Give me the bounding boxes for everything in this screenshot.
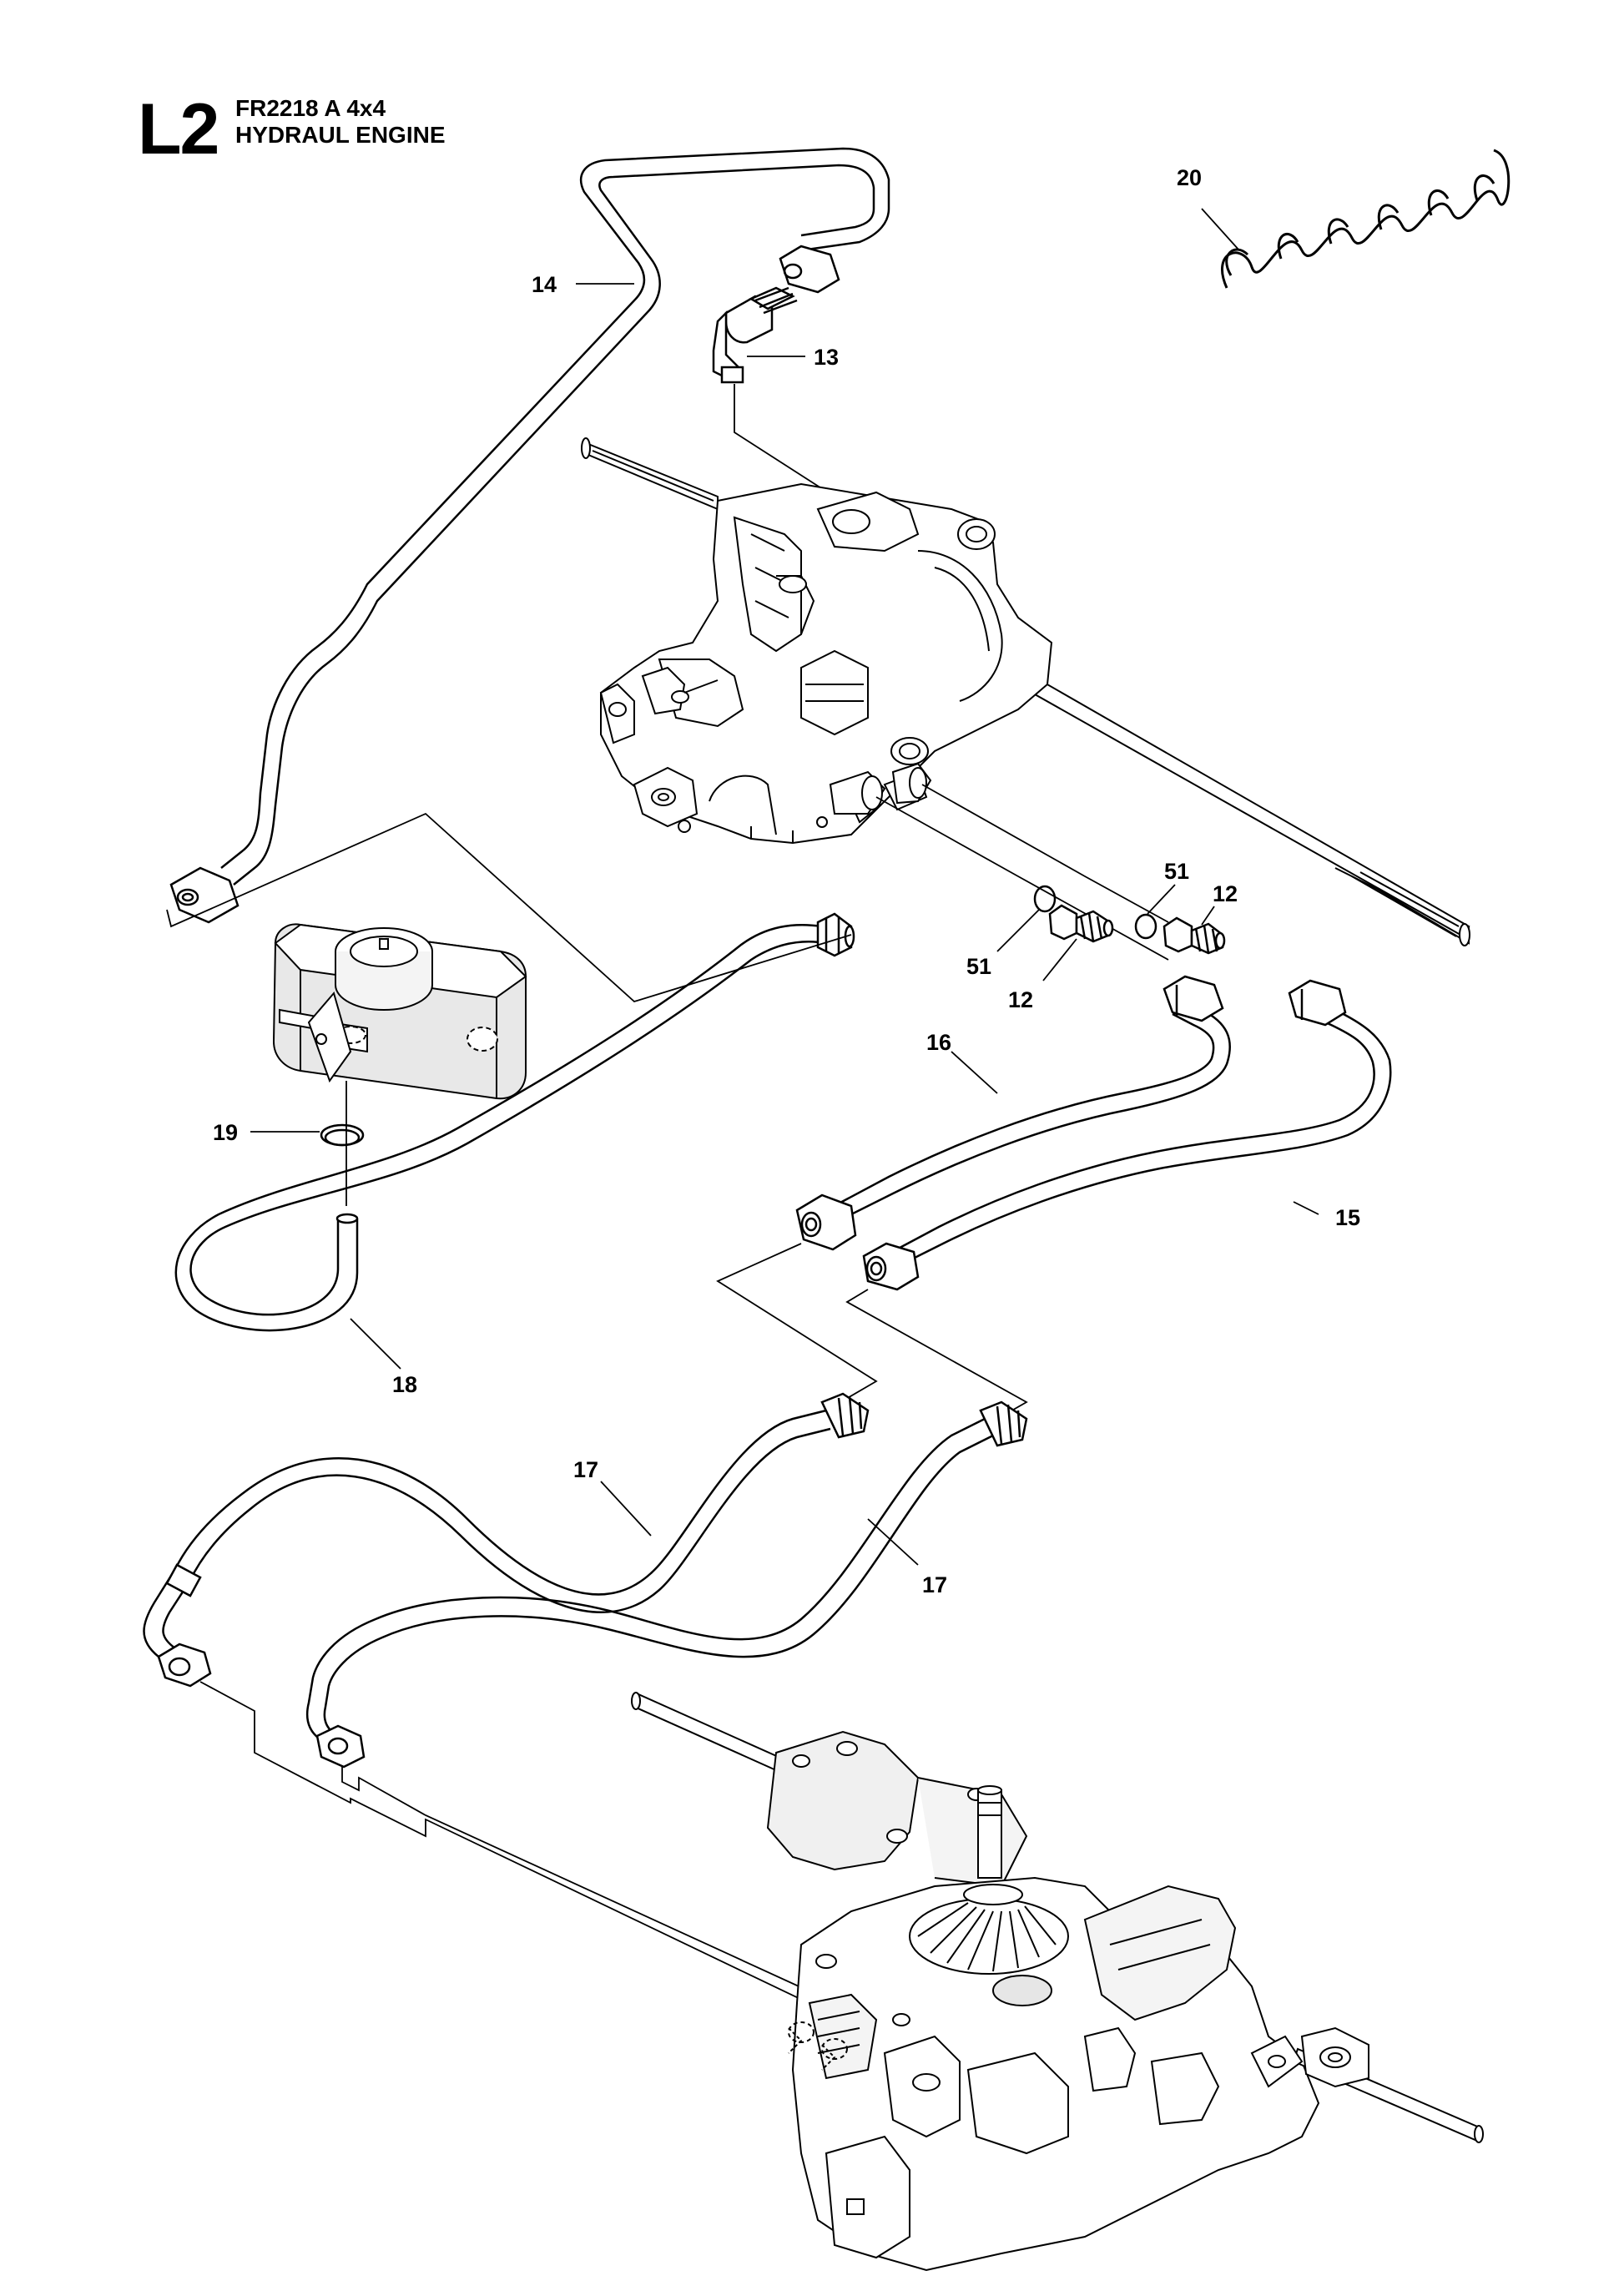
leader-pipe15-to-hose17 <box>845 1289 1028 1420</box>
callout-18: 18 <box>392 1372 417 1397</box>
o-ring-part-51-right <box>1134 913 1157 940</box>
callout-leaders <box>250 208 1319 1566</box>
callout-20: 20 <box>1177 165 1202 190</box>
leader-17b <box>867 1518 919 1566</box>
leader-upper-port <box>921 784 1169 923</box>
callout-17-lower: 17 <box>922 1572 947 1597</box>
elbow-fitting-part-13 <box>712 286 798 384</box>
diagram-name: HYDRAUL ENGINE <box>235 122 446 148</box>
adapter-part-12-left <box>1048 904 1114 943</box>
leader-18 <box>350 1318 401 1370</box>
leader-pipe14-to-hose18 <box>166 812 852 1003</box>
o-ring-part-51-left <box>1033 885 1057 913</box>
callout-12-right: 12 <box>1213 881 1238 906</box>
hose-clamp-part-19 <box>320 1123 365 1147</box>
coil-spring-part-20 <box>1221 149 1511 289</box>
leader-12-right <box>1201 906 1215 926</box>
leader-16 <box>951 1051 998 1094</box>
callout-16: 16 <box>926 1030 951 1055</box>
oil-tank-reservoir <box>272 923 527 1100</box>
lower-transmission-unit <box>631 1692 1484 2272</box>
callout-19: 19 <box>213 1120 238 1145</box>
hose-part-18 <box>174 912 855 1332</box>
steel-pipe-part-14 <box>169 147 890 924</box>
steel-pipe-part-15 <box>862 979 1392 1291</box>
adapter-part-12-right <box>1163 916 1226 955</box>
leader-51-right <box>1147 884 1176 915</box>
callout-51-left: 51 <box>966 954 991 979</box>
steel-pipe-part-16 <box>795 975 1231 1251</box>
diagram-model: FR2218 A 4x4 <box>235 95 386 121</box>
leader-17a <box>600 1481 652 1537</box>
upper-transmission-unit <box>581 437 1470 946</box>
leader-hose17a-to-lower <box>199 1681 844 2037</box>
callout-14: 14 <box>532 272 557 297</box>
leader-15 <box>1293 1201 1319 1215</box>
hose-part-17-upper <box>143 1392 870 1688</box>
callout-51-right: 51 <box>1164 859 1189 884</box>
leader-lower-port <box>875 796 1169 961</box>
leader-12-left <box>1042 938 1077 981</box>
callout-15: 15 <box>1335 1205 1360 1230</box>
callout-13: 13 <box>814 345 839 370</box>
leader-51-left <box>996 909 1040 952</box>
callout-17-upper: 17 <box>573 1457 598 1482</box>
hose-part-17-lower <box>305 1400 1028 1769</box>
leader-pipe16-to-hose17 <box>716 1243 878 1411</box>
callout-12-left: 12 <box>1008 987 1033 1012</box>
diagram-code: L2 <box>138 89 219 169</box>
leader-20 <box>1201 208 1240 251</box>
